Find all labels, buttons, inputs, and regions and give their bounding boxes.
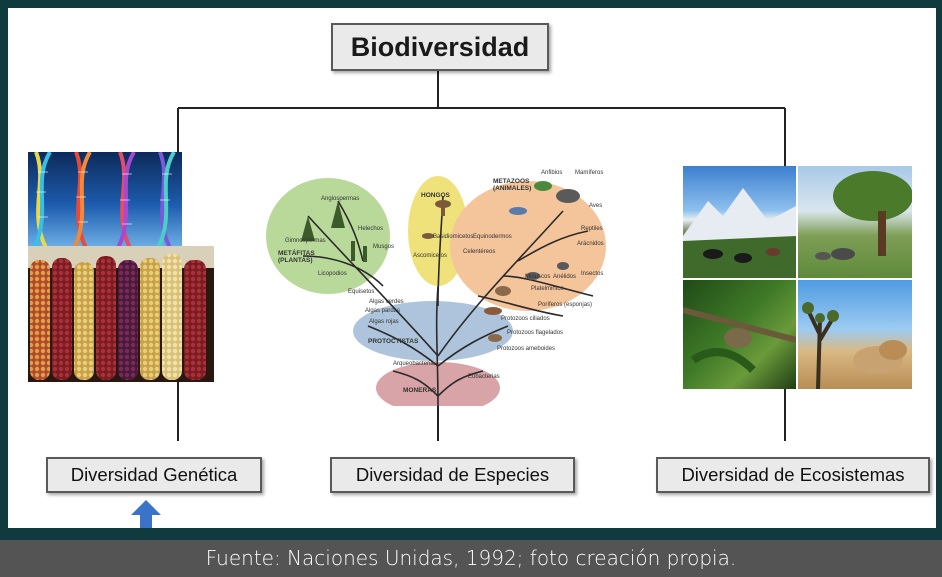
label-protozoos-ciliados: Protozoos ciliados <box>501 316 550 322</box>
diagram-canvas: Biodiversidad <box>8 8 936 528</box>
plants-region <box>266 178 390 294</box>
label-protozoos-flagelados: Protozoos flagelados <box>507 330 564 336</box>
label-aracnidos: Arácnidos <box>577 241 604 247</box>
label-insectos: Insectos <box>581 271 604 277</box>
protoctists-region <box>353 301 513 361</box>
up-arrow-icon <box>131 500 161 528</box>
dna-image <box>28 152 182 248</box>
label-ascomicetos: Ascomicetos <box>413 253 448 259</box>
label-celentereos: Celentéreos <box>463 249 496 255</box>
label-protoctistas: PROTOCTISTAS <box>368 338 419 345</box>
label-gimnospermas: Gimnospermas <box>285 238 326 244</box>
label-angiospermas: Angiospermas <box>321 196 360 202</box>
label-aves: Aves <box>589 203 603 209</box>
dna-helix-icon <box>32 152 176 248</box>
joshua-tree-icon <box>802 302 907 389</box>
ecosystem-diversity-box: Diversidad de Ecosistemas <box>656 457 930 493</box>
label-moluscos: Moluscos <box>525 274 551 280</box>
label-algas-pardas: Algas pardas <box>365 308 401 314</box>
label-moneras: MONERAS <box>403 387 437 394</box>
label-anfibios: Anfibios <box>541 170 563 176</box>
label-eubacterias: Eubacterias <box>468 374 500 380</box>
label-equisetos: Equisetos <box>348 289 375 295</box>
corn-image <box>28 246 214 382</box>
source-caption: Fuente: Naciones Unidas, 1992; foto crea… <box>0 540 942 577</box>
animals-region <box>450 181 606 311</box>
label-musgos: Musgos <box>373 244 395 250</box>
label-algas-rojas: Algas rojas <box>369 319 399 325</box>
title-text: Biodiversidad <box>350 32 530 62</box>
label-metafitas: METÁFITAS (PLANTAS) <box>278 250 315 264</box>
savanna-photo <box>798 166 912 278</box>
label-protozoos-ameboides: Protozoos ameboides <box>497 346 556 352</box>
ecosystem-diversity-label: Diversidad de Ecosistemas <box>681 464 905 485</box>
species-diversity-box: Diversidad de Especies <box>330 457 575 493</box>
genetic-diversity-label: Diversidad Genética <box>70 464 238 485</box>
label-mamiferos: Mamíferos <box>575 170 604 176</box>
label-arqueobacterias: Arqueobacterias <box>393 361 437 367</box>
label-poriferos: Poríferos (esponjas) <box>538 302 593 308</box>
label-basidiomicetos: Basidiomicetos <box>433 234 474 240</box>
mountain-icon <box>683 188 796 278</box>
sloth-icon <box>683 307 796 373</box>
tree-of-life-shapes <box>266 176 606 406</box>
species-diversity-label: Diversidad de Especies <box>355 464 550 485</box>
connector-lines <box>131 71 786 528</box>
tree-of-life-diagram: HONGOS METAZOOS (ANIMALES) METÁFITAS (PL… <box>263 156 613 406</box>
desert-joshua-tree-photo <box>798 280 912 389</box>
mountain-meadow-photo <box>683 166 796 278</box>
label-algas-verdes: Algas verdes <box>369 299 404 305</box>
title-box: Biodiversidad <box>331 23 549 71</box>
label-metazoos: METAZOOS (ANIMALES) <box>493 178 532 192</box>
corn-cobs-icon <box>28 246 214 380</box>
savanna-tree-icon <box>815 171 912 260</box>
label-hongos: HONGOS <box>421 192 450 199</box>
label-reptiles: Reptiles <box>581 226 603 232</box>
label-equinodermos: Equinodermos <box>473 234 512 240</box>
label-anelidos: Anélidos <box>553 274 577 280</box>
label-licopodios: Licopodios <box>318 271 347 277</box>
genetic-diversity-box: Diversidad Genética <box>46 457 262 493</box>
label-platelmintos: Platelmintos <box>531 286 564 292</box>
label-helechos: Helechos <box>358 226 384 232</box>
rainforest-sloth-photo <box>683 280 796 389</box>
